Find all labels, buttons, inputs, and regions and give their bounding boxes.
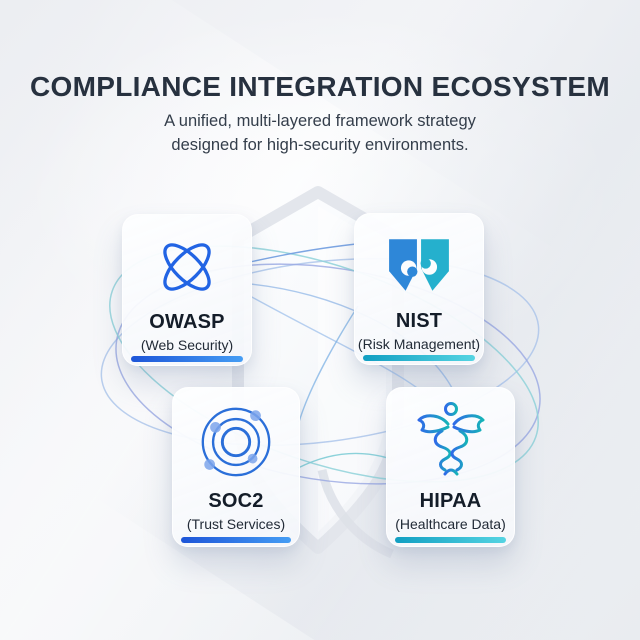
card-subtitle: (Trust Services) — [186, 516, 286, 532]
subtitle-line: A unified, multi-layered framework strat… — [164, 112, 476, 130]
subtitle-line: designed for high-security environments. — [171, 135, 469, 154]
orbit-atom-icon — [152, 227, 222, 307]
card-accent-bar — [363, 355, 475, 361]
card-owasp: OWASP (Web Security) — [122, 214, 252, 366]
card-accent-bar — [395, 537, 506, 543]
nist-pinwheel-icon — [386, 226, 452, 306]
concentric-rings-icon — [195, 398, 277, 486]
card-nist: NIST (Risk Management) — [354, 213, 484, 365]
card-accent-bar — [131, 356, 243, 362]
card-subtitle: (Risk Management) — [357, 336, 481, 352]
card-hipaa: HIPAA (Healthcare Data) — [386, 387, 515, 547]
caduceus-icon — [411, 398, 491, 486]
card-title: OWASP — [149, 311, 225, 333]
card-accent-bar — [181, 537, 291, 543]
card-subtitle: (Healthcare Data) — [395, 516, 506, 532]
orbit-ellipse-blue — [100, 257, 540, 447]
card-title: HIPAA — [419, 490, 482, 512]
card-soc2: SOC2 (Trust Services) — [172, 387, 300, 547]
connector-lines — [249, 243, 453, 469]
page-title: COMPLIANCE INTEGRATION ECOSYSTEM — [30, 71, 610, 102]
card-subtitle: (Web Security) — [140, 337, 234, 353]
gray-ring-arc — [317, 468, 394, 559]
card-title: NIST — [395, 310, 443, 332]
card-title: SOC2 — [208, 490, 264, 512]
orbit-ellipse-indigo — [115, 263, 541, 485]
page-subtitle: A unified, multi-layered framework strat… — [0, 110, 640, 158]
